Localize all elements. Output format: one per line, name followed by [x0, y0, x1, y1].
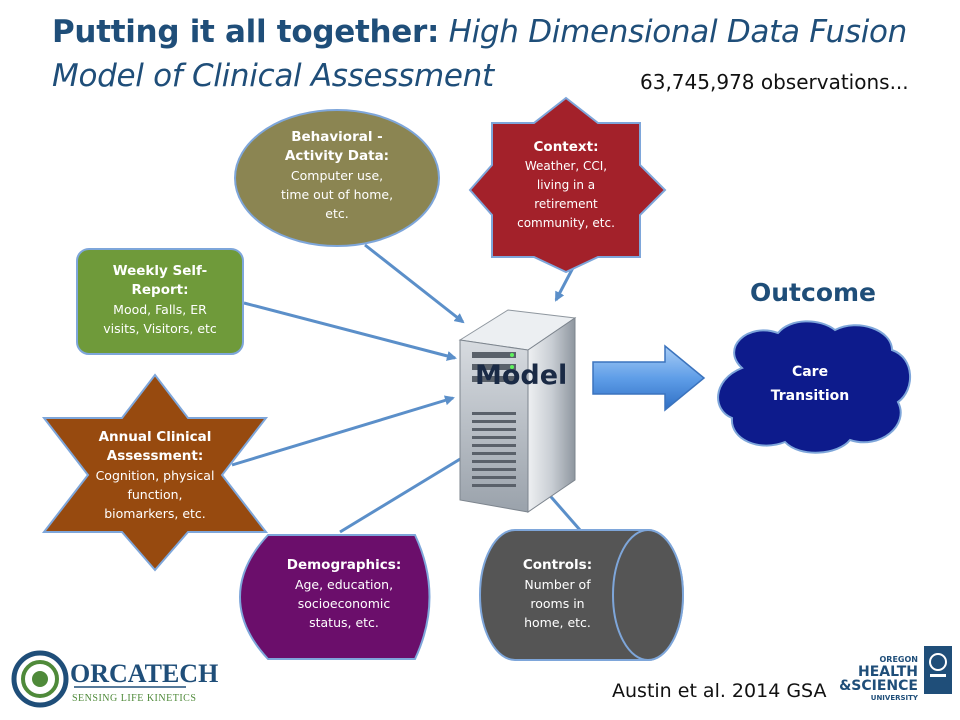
behavioral-body-2: time out of home, [280, 187, 394, 202]
outcome-arrow [592, 344, 706, 412]
demographics-body-2: socioeconomic [297, 596, 391, 611]
care-transition-node [717, 320, 912, 454]
title-italic-1: High Dimensional Data Fusion [439, 14, 908, 50]
annual-body-1: Cognition, physical [95, 468, 215, 483]
care-line-2: Transition [770, 388, 850, 404]
weekly-node [76, 248, 244, 355]
ohsu-line-3: &SCIENCE [839, 678, 918, 694]
context-heading: Context: [533, 139, 599, 155]
behavioral-body-3: etc. [325, 206, 349, 221]
behavioral-heading-1: Behavioral - [291, 129, 383, 145]
arrow-demographics [339, 448, 477, 534]
annual-heading-2: Assessment: [106, 448, 204, 464]
demographics-body-3: status, etc. [309, 615, 379, 630]
model-label: Model [475, 360, 568, 391]
ohsu-line-4: UNIVERSITY [871, 694, 919, 702]
annual-node [41, 373, 269, 572]
demographics-node [238, 534, 431, 660]
context-text: Context: Weather, CCI, living in a retir… [500, 138, 632, 233]
arrow-weekly [243, 301, 457, 361]
weekly-body-1: Mood, Falls, ER [113, 302, 207, 317]
ohsu-line-2: HEALTH [858, 664, 918, 680]
title-italic-2: Model of Clinical Assessment [52, 58, 494, 94]
context-body-4: community, etc. [517, 216, 615, 230]
weekly-heading-2: Report: [131, 282, 189, 298]
outcome-label: Outcome [750, 278, 877, 307]
server-icon [458, 309, 577, 513]
context-body-3: retirement [534, 197, 598, 211]
arrow-annual [231, 395, 455, 467]
title-bold: Putting it all together: [52, 14, 440, 50]
care-text: Care Transition [755, 360, 865, 408]
controls-body-2: rooms in [530, 596, 585, 611]
context-node [468, 96, 667, 274]
demographics-heading: Demographics: [286, 557, 402, 573]
weekly-body-2: visits, Visitors, etc [103, 321, 217, 336]
controls-text: Controls: Number of rooms in home, etc. [505, 556, 610, 632]
context-body-1: Weather, CCI, [524, 159, 608, 173]
controls-node [479, 529, 684, 661]
weekly-heading-1: Weekly Self- [112, 263, 208, 279]
citation: Austin et al. 2014 GSA [612, 680, 827, 702]
controls-body-1: Number of [524, 577, 591, 592]
context-body-2: living in a [536, 178, 596, 192]
behavioral-heading-2: Activity Data: [284, 148, 390, 164]
care-line-1: Care [791, 364, 829, 380]
observations-count: 63,745,978 observations... [640, 70, 909, 94]
annual-text: Annual Clinical Assessment: Cognition, p… [80, 428, 230, 523]
demographics-body-1: Age, education, [294, 577, 394, 592]
annual-body-3: biomarkers, etc. [104, 506, 206, 521]
ohsu-line-1: OREGON [880, 655, 919, 664]
annual-heading-1: Annual Clinical [98, 429, 212, 445]
arrow-behavioral [364, 243, 465, 324]
controls-heading: Controls: [522, 557, 593, 573]
behavioral-node [234, 109, 440, 247]
behavioral-body-1: Computer use, [290, 168, 384, 183]
weekly-text: Weekly Self- Report: Mood, Falls, ER vis… [82, 262, 238, 338]
orcatech-name: ORCATECH [70, 659, 218, 688]
orcatech-tagline: SENSING LIFE KINETICS [72, 693, 196, 704]
slide-title: Putting it all together: High Dimensiona… [52, 10, 912, 98]
controls-body-3: home, etc. [524, 615, 591, 630]
behavioral-text: Behavioral - Activity Data: Computer use… [262, 128, 412, 223]
demographics-text: Demographics: Age, education, socioecono… [264, 556, 424, 632]
ohsu-logo [924, 646, 952, 694]
orcatech-logo [11, 650, 186, 708]
annual-body-2: function, [127, 487, 183, 502]
